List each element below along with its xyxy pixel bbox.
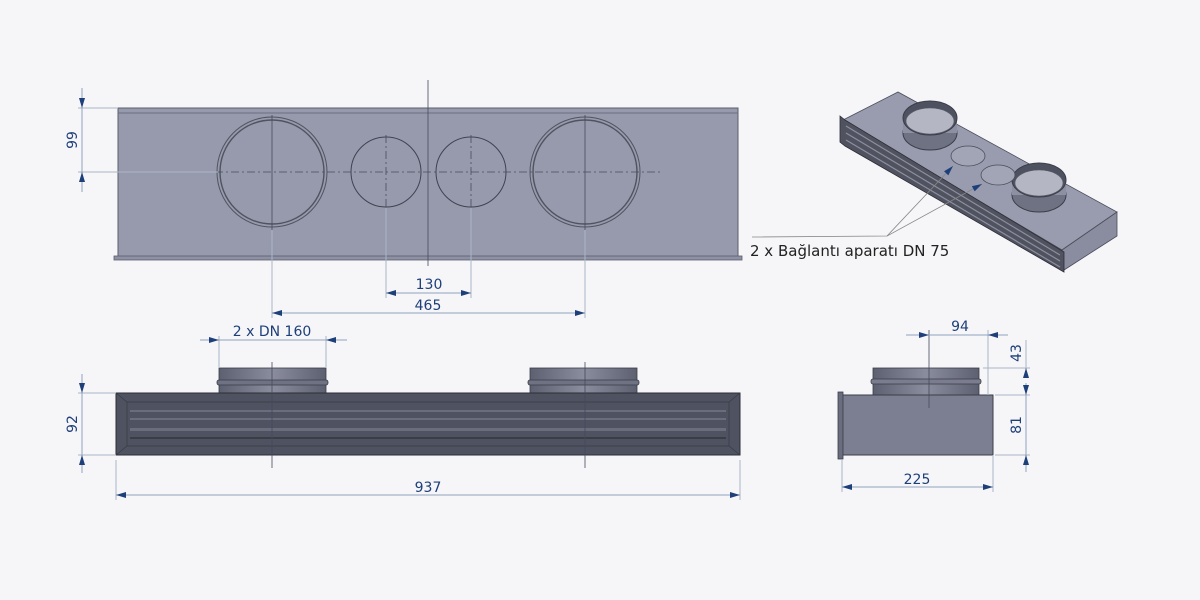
dimension-dn160: 2 x DN 160: [200, 324, 347, 368]
side-view-body: [841, 394, 994, 456]
iso-collar-right: [1011, 162, 1067, 213]
dimension-label: 225: [904, 472, 931, 488]
dimension-label: 2 x DN 160: [233, 324, 312, 340]
dimension-92: 92: [65, 374, 116, 473]
dimension-465: 465: [271, 230, 586, 318]
iso-front-grille: [839, 115, 1065, 273]
dimension-43: 43: [983, 340, 1030, 378]
dimension-label: 937: [415, 480, 442, 496]
collar-right: [527, 367, 640, 395]
side-flange: [837, 391, 844, 460]
iso-view: 2 x Bağlantı aparatı DN 75: [750, 91, 1118, 273]
iso-dn75-opening: [950, 145, 986, 167]
dimension-99: 99: [65, 88, 218, 192]
iso-top-face: [842, 91, 1118, 251]
side-collar: [870, 367, 982, 396]
dimension-94: 94: [906, 319, 1008, 395]
dimension-label: 465: [415, 298, 442, 314]
dimension-label: 130: [416, 277, 443, 293]
dimension-81: 81: [995, 383, 1030, 472]
callout-label: 2 x Bağlantı aparatı DN 75: [750, 242, 949, 260]
grille-slats: [130, 410, 726, 439]
iso-dn75-opening: [980, 164, 1016, 186]
dimension-label: 94: [951, 319, 969, 335]
dimension-label: 81: [1009, 416, 1025, 434]
collar-left: [216, 367, 329, 395]
frame-bevel: [115, 392, 741, 456]
iso-collar-left: [902, 100, 958, 151]
dimension-937: 937: [115, 460, 741, 500]
callout-leader: [751, 165, 983, 238]
front-view-body: [115, 392, 741, 456]
side-view: 94 43 81 225: [837, 319, 1030, 492]
dimension-label: 43: [1009, 344, 1025, 362]
dimension-label: 92: [65, 415, 81, 433]
dimension-130: 130: [385, 208, 472, 298]
iso-grille-slats: [845, 125, 1061, 268]
dimension-225: 225: [841, 455, 994, 492]
dimension-label: 99: [65, 131, 81, 149]
top-view: 99 130 465: [65, 80, 743, 318]
front-view: 2 x DN 160 92 937: [65, 324, 741, 500]
